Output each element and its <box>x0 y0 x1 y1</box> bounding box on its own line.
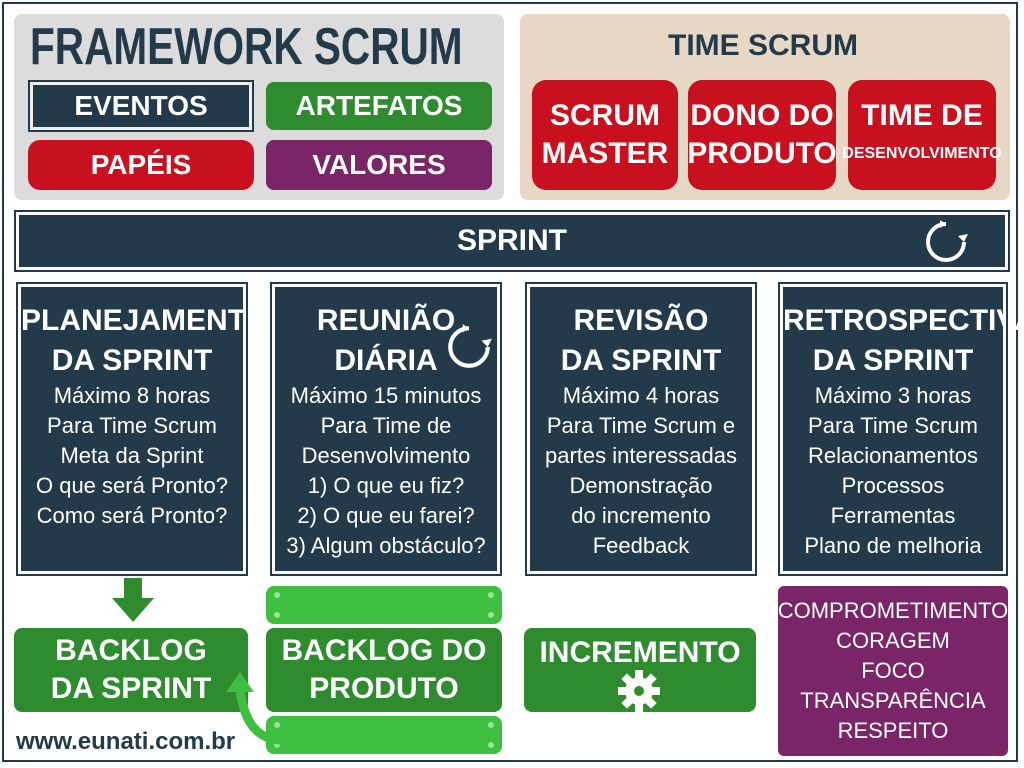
eventos-button[interactable]: EVENTOS <box>28 80 254 132</box>
event-sprint-planning[interactable]: PLANEJAMENTO DA SPRINT Máximo 8 horas Pa… <box>16 282 269 576</box>
framework-title: FRAMEWORK SCRUM <box>30 18 463 76</box>
valores-button[interactable]: VALORES <box>266 140 492 190</box>
event-detail: Plano de melhoria <box>804 533 982 558</box>
artifact-label: INCREMENTO <box>539 636 741 669</box>
curved-arrow-icon <box>226 672 292 745</box>
event-detail: Máximo 4 horas <box>562 383 720 408</box>
papeis-button[interactable]: PAPÉIS <box>28 140 254 190</box>
event-detail: Processos <box>841 473 945 498</box>
role-product-owner[interactable]: DONO DO PRODUTO <box>687 80 837 190</box>
event-detail: 3) Algum obstáculo? <box>286 533 486 558</box>
event-detail: O que será Pronto? <box>35 473 228 498</box>
event-detail: 2) O que eu farei? <box>297 503 475 528</box>
event-detail: Para Time Scrum <box>47 413 217 438</box>
event-detail: 1) O que eu fiz? <box>307 473 465 498</box>
website-link[interactable]: www.eunati.com.br <box>16 728 236 755</box>
role-line: SCRUM <box>549 99 660 132</box>
event-detail: Feedback <box>592 533 690 558</box>
event-title: RETROSPECTIVA <box>783 304 1024 337</box>
event-detail: partes interessadas <box>545 443 737 468</box>
product-backlog-item-bar <box>266 586 502 624</box>
event-title: DA SPRINT <box>51 344 213 377</box>
product-backlog-item-bar <box>266 716 502 754</box>
gear-icon <box>618 670 660 712</box>
event-sprint-review[interactable]: REVISÃO DA SPRINT Máximo 4 horas Para Ti… <box>525 282 757 576</box>
artifact-product-backlog[interactable]: BACKLOG DO PRODUTO <box>266 628 502 712</box>
artifact-label: PRODUTO <box>309 672 459 705</box>
value-item: FOCO <box>861 658 925 683</box>
event-detail: Máximo 8 horas <box>53 383 211 408</box>
event-title: DA SPRINT <box>560 344 722 377</box>
role-line: DESENVOLVIMENTO <box>842 145 1002 162</box>
arrow-down-icon <box>112 578 154 622</box>
role-line: PRODUTO <box>687 137 837 170</box>
event-title: REUNIÃO <box>316 304 456 337</box>
event-detail: Máximo 15 minutos <box>290 383 482 408</box>
values-box[interactable]: COMPROMETIMENTO CORAGEM FOCO TRANSPARÊNC… <box>778 586 1008 756</box>
role-line: TIME DE <box>861 99 983 132</box>
event-sprint-retrospective[interactable]: RETROSPECTIVA DA SPRINT Máximo 3 horas P… <box>778 282 1024 576</box>
event-daily-meeting[interactable]: REUNIÃO DIÁRIA Máximo 15 minutos Para Ti… <box>270 282 502 576</box>
event-detail: Como será Pronto? <box>36 503 228 528</box>
artifact-sprint-backlog[interactable]: BACKLOG DA SPRINT <box>14 628 248 712</box>
role-line: MASTER <box>541 137 669 170</box>
cycle-arrow-icon <box>926 220 968 262</box>
event-detail: Para Time Scrum e <box>546 413 736 438</box>
value-item: TRANSPARÊNCIA <box>800 688 986 713</box>
event-title: REVISÃO <box>573 304 709 337</box>
value-item: CORAGEM <box>836 628 950 653</box>
event-detail: do incremento <box>571 503 711 528</box>
artifact-label: BACKLOG <box>55 634 207 667</box>
role-scrum-master[interactable]: SCRUM MASTER <box>532 80 678 190</box>
artifact-label: BACKLOG DO <box>281 634 487 667</box>
event-detail: Desenvolvimento <box>301 443 471 468</box>
event-detail: Máximo 3 horas <box>814 383 972 408</box>
event-detail: Meta da Sprint <box>60 443 204 468</box>
cycle-arrow-icon <box>448 324 492 368</box>
event-detail: Para Time de <box>320 413 452 438</box>
artefatos-button[interactable]: ARTEFATOS <box>266 82 492 130</box>
event-detail: Relacionamentos <box>808 443 978 468</box>
event-title: DIÁRIA <box>334 344 438 377</box>
event-detail: Para Time Scrum <box>808 413 978 438</box>
value-item: COMPROMETIMENTO <box>777 598 1009 623</box>
event-detail: Ferramentas <box>830 503 956 528</box>
value-item: RESPEITO <box>837 718 949 743</box>
role-line: DONO DO <box>690 99 834 132</box>
role-dev-team[interactable]: TIME DE DESENVOLVIMENTO <box>842 80 1002 190</box>
event-title: PLANEJAMENTO <box>21 304 269 337</box>
artifact-label: DA SPRINT <box>50 672 212 705</box>
time-scrum-title: TIME SCRUM <box>668 29 858 62</box>
event-detail: Demonstração <box>569 473 713 498</box>
sprint-bar[interactable]: SPRINT <box>14 210 1010 272</box>
event-title: DA SPRINT <box>812 344 974 377</box>
